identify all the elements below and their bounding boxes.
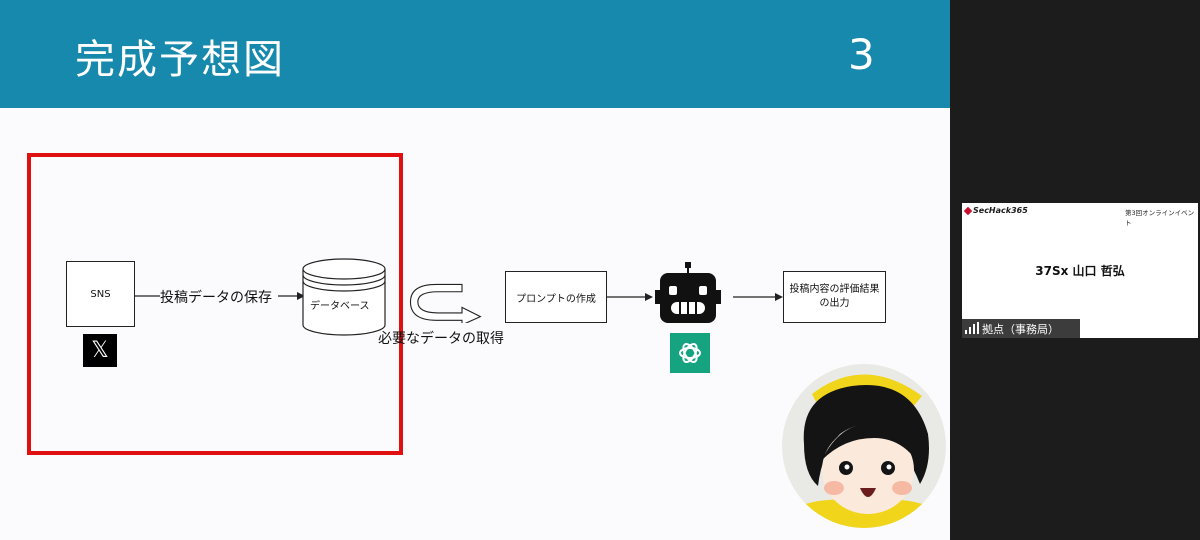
output-box: 投稿内容の評価結果 の出力 (783, 271, 886, 323)
fetch-label: 必要なデータの取得 (378, 331, 504, 347)
output-label-line2: の出力 (819, 298, 850, 309)
sns-box: SNS (66, 261, 135, 327)
participant-name-tag (962, 319, 1080, 338)
database-label: データベース (310, 301, 370, 312)
prompt-label: プロンプトの作成 (516, 293, 596, 305)
sechack-logo-mark-icon (963, 206, 973, 215)
store-arrow (135, 292, 305, 300)
sns-label: SNS (90, 288, 111, 300)
highlight-frame (27, 153, 403, 455)
openai-knot-icon (679, 342, 701, 364)
slide-header-bar (0, 0, 950, 108)
robot-icon (655, 262, 721, 323)
brand-label: SecHack365 (973, 206, 1028, 215)
store-arrow-label: 投稿データの保存 (160, 290, 272, 306)
output-label-line1: 投稿内容の評価結果 (789, 284, 880, 295)
x-logo-glyph: 𝕏 (91, 338, 109, 363)
prompt-to-ai-arrow (607, 293, 653, 301)
ai-to-output-arrow (733, 293, 783, 301)
slide-title: 完成予想図 (75, 37, 285, 83)
avatar-illustration (782, 374, 946, 528)
location-label: 拠点（事務局） (982, 323, 1059, 336)
fetch-curved-arrow-icon (409, 283, 482, 323)
chatgpt-logo-icon (670, 333, 710, 373)
slide-page-number: 3 (848, 30, 875, 79)
participant-video-tile[interactable] (962, 203, 1198, 338)
database-icon (302, 258, 386, 336)
participant-name: 37Sx 山口 哲弘 (1035, 264, 1125, 278)
signal-strength-icon (965, 322, 979, 334)
prompt-box: プロンプトの作成 (505, 271, 607, 323)
presenter-avatar (782, 364, 946, 528)
x-logo-icon: 𝕏 (83, 334, 117, 367)
sechack-logo: SecHack365 (963, 206, 1028, 215)
event-label: 第3回オンラインイベント (1125, 209, 1195, 227)
